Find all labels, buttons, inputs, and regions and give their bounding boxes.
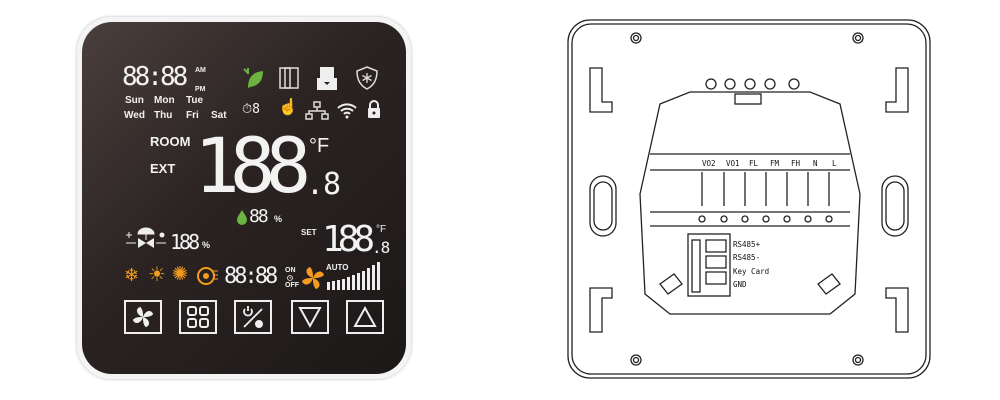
thermostat-screen [82,22,406,374]
humidity-drop-icon [237,210,247,225]
power-button[interactable] [234,300,272,334]
day-sat: Sat [211,110,227,121]
clock-display: 88:88 [122,62,188,92]
auto-mode-icon: ✺ [172,264,188,285]
door-icon [279,67,299,89]
connector-key-card: Key Card [733,267,769,276]
day-wed: Wed [124,110,145,121]
mode-button[interactable] [179,300,217,334]
frost-shield-icon [356,66,378,90]
fan-speed-bars [327,262,380,290]
terminal-fm: FM [770,159,780,168]
wifi-icon [337,103,357,119]
triangle-up-icon [353,305,377,327]
timer-icon: ⏱8 [242,101,260,117]
terminal-fl: FL [749,159,759,168]
touch-hand-icon: ☝ [278,99,298,116]
up-button[interactable] [346,300,384,334]
room-temperature: 188 [194,121,311,210]
am-indicator: AM [195,67,206,74]
cool-mode-icon: ❄ [124,265,140,285]
ventilation-mode-icon [197,267,218,285]
humidity-percent: % [274,214,283,224]
ext-label: EXT [150,161,176,176]
terminal-l: L [832,159,837,168]
network-icon [305,101,329,120]
valve-percent: % [202,240,211,250]
pm-indicator: PM [195,86,206,93]
set-temperature-decimal: .8 [372,238,390,257]
heat-mode-icon: ☀ [148,264,166,286]
fan-auto-label: AUTO [326,263,349,272]
fan-button[interactable] [124,300,162,334]
fan-speed-icon [302,267,324,289]
valve-value: 188 [170,230,200,254]
set-label: SET [301,228,317,237]
day-fri: Fri [186,110,199,121]
connector-rs485-plus: RS485+ [733,240,761,249]
day-tue: Tue [186,95,204,106]
eco-leaf-icon [243,68,263,88]
set-temp-unit: °F [376,224,387,235]
timer-display: 88:88 [224,264,278,289]
room-label: ROOM [150,134,191,149]
card-slot-icon [317,67,337,90]
day-mon: Mon [154,95,175,106]
humidity-value: 88 [249,206,269,227]
terminal-vo2: VO2 [702,159,716,168]
timer-on: ON [285,267,296,274]
day-thu: Thu [154,110,173,121]
triangle-down-icon [298,307,322,329]
terminal-fh: FH [791,159,801,168]
connector-rs485-minus: RS485- [733,253,760,262]
terminal-vo1: VO1 [726,159,740,168]
fan-icon [132,306,154,328]
valve-icon [126,227,166,248]
room-temperature-decimal: .8 [306,167,341,202]
terminal-n: N [813,159,818,168]
connector-gnd: GND [733,280,747,289]
back-panel-drawing: VO2 VO1 FL FM FH N L RS485+ RS485- Key C… [567,19,931,379]
timer-icon-digit: 8 [252,102,260,117]
power-eco-icon [243,306,263,328]
grid-icon [187,306,209,328]
clock-icon [287,275,293,281]
timer-off: OFF [285,282,299,289]
day-sun: Sun [125,95,144,106]
down-button[interactable] [291,300,329,334]
lock-icon [368,100,380,118]
set-temperature: 188 [322,219,375,260]
temp-unit: °F [309,135,330,157]
